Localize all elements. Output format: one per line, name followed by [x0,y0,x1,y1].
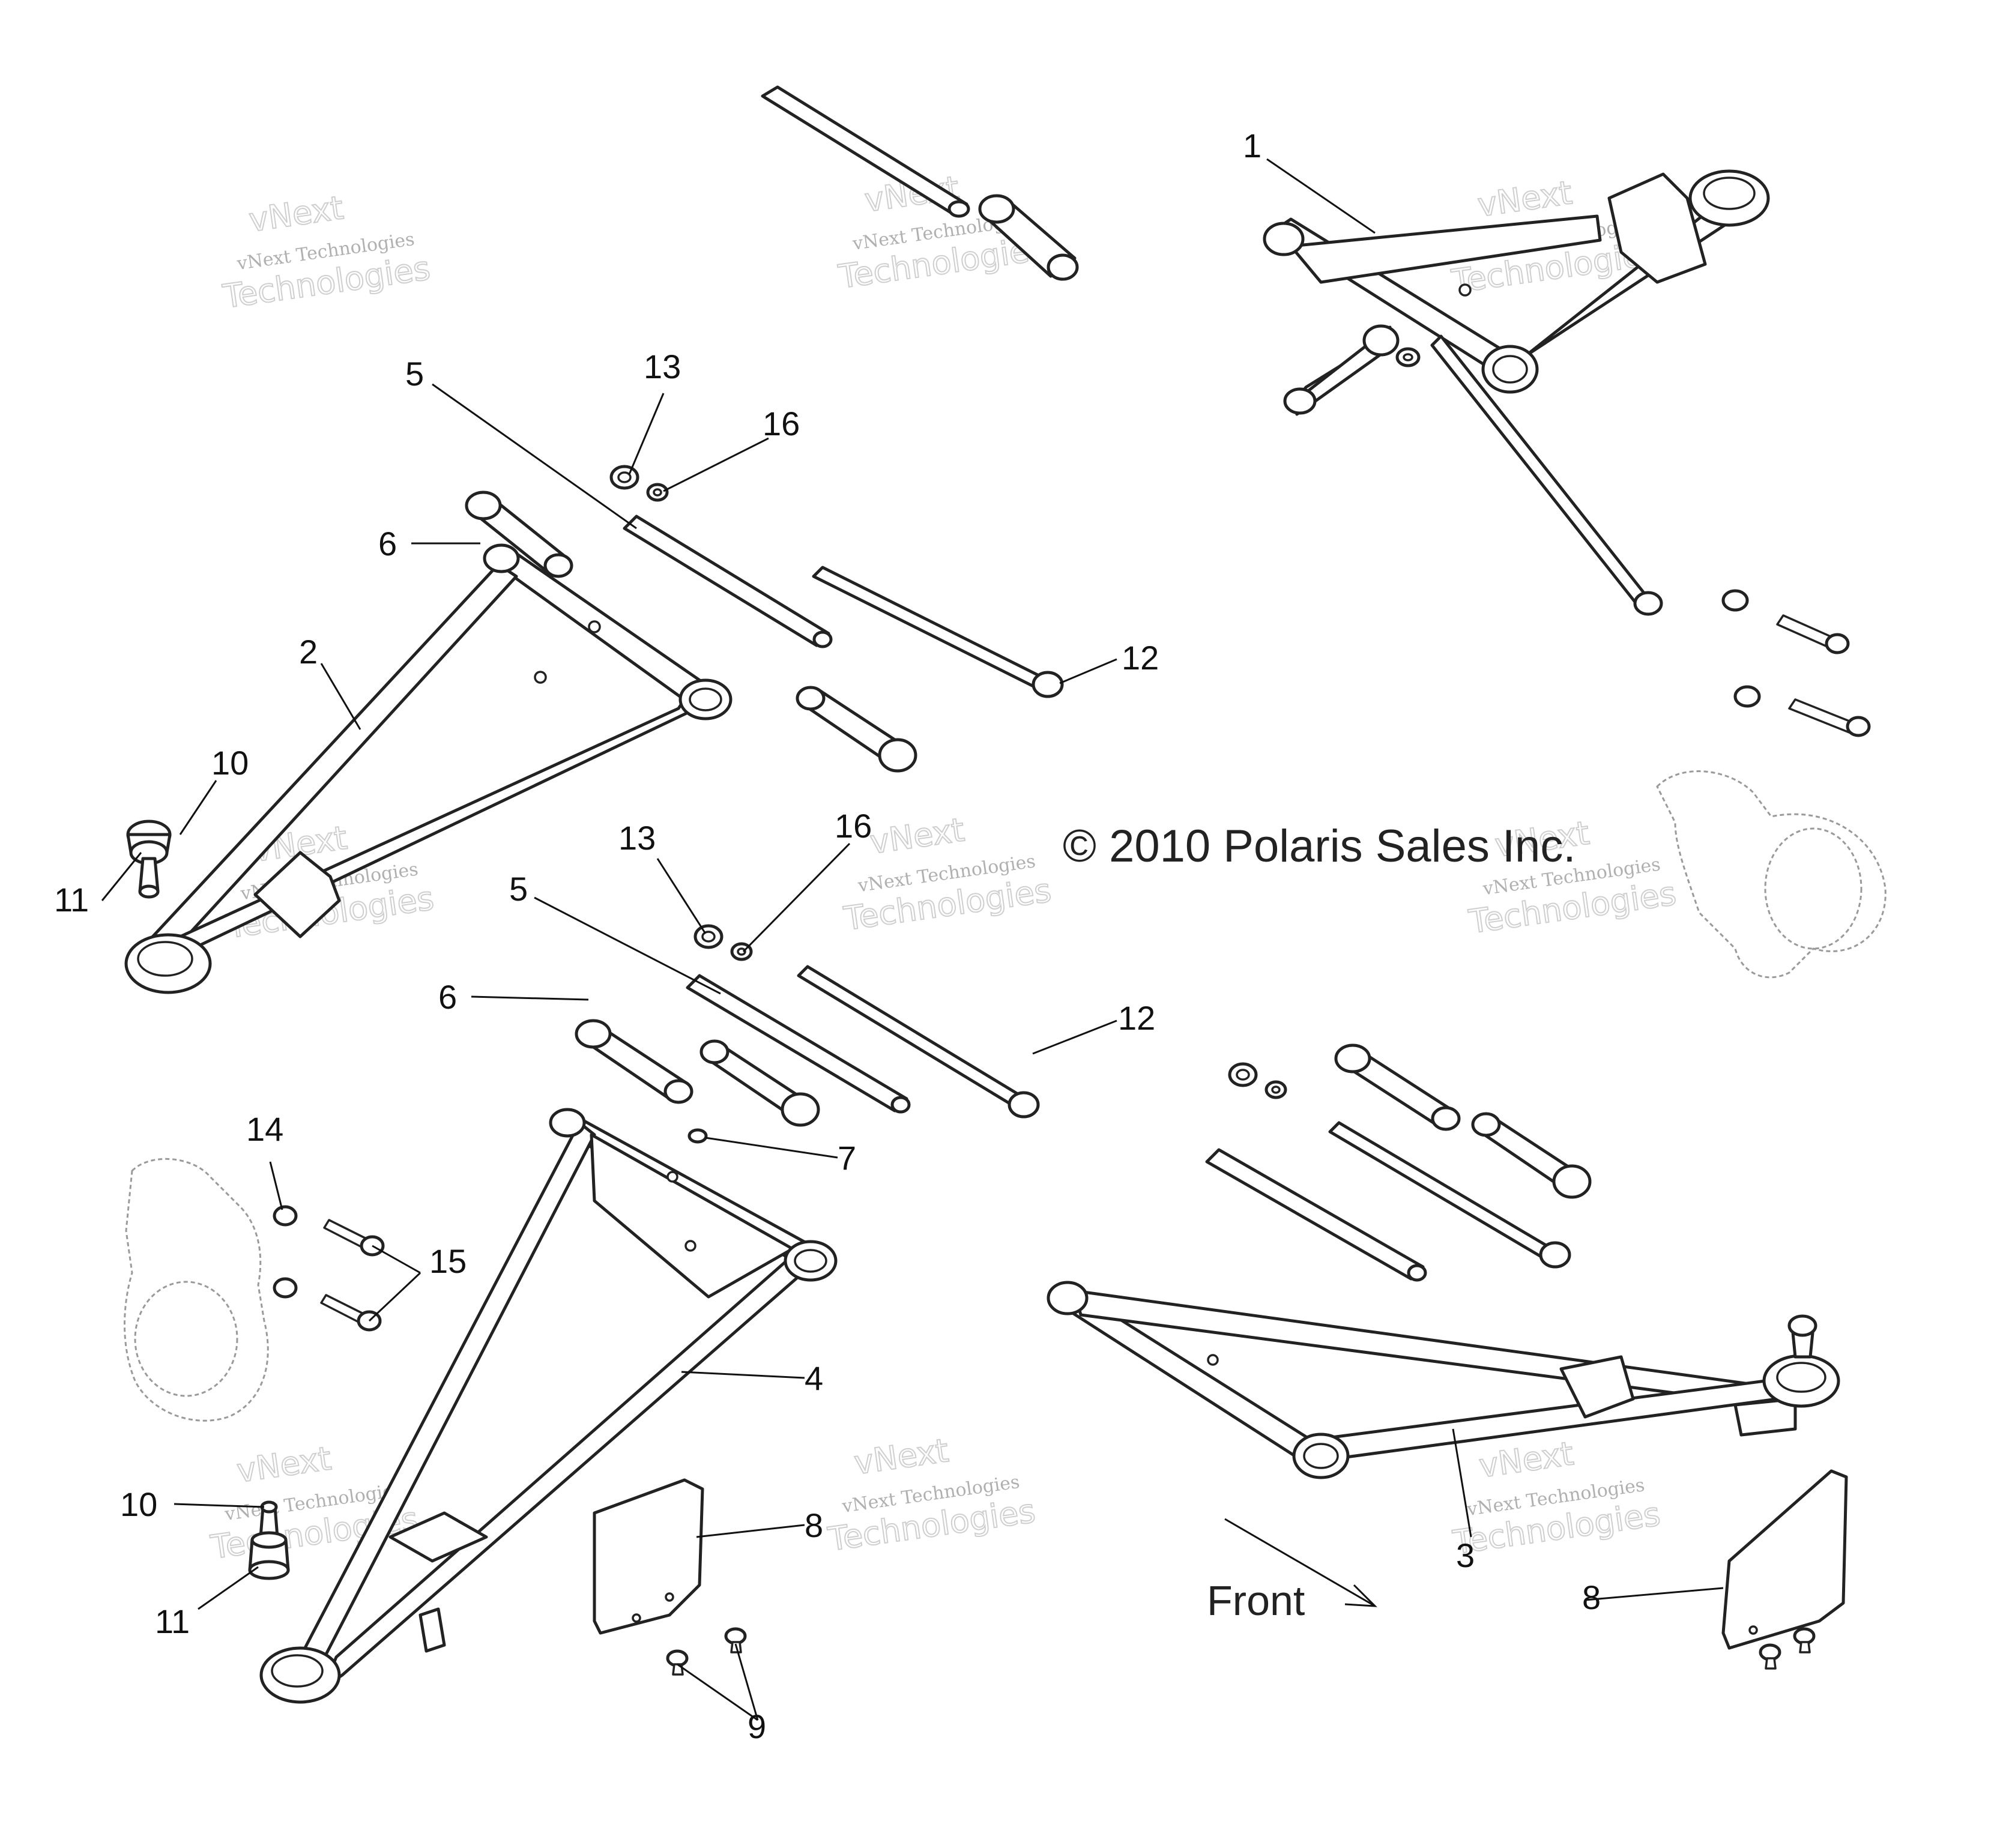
callout-11-lower: 11 [155,1602,190,1640]
svg-text:vNext: vNext [234,1439,333,1490]
svg-text:vNext: vNext [247,189,346,239]
bushing-lower-right-1 [1334,1043,1461,1131]
watermark: vNext vNext Technologies Technologies [220,188,433,316]
callout-10-lower: 10 [120,1485,157,1523]
callout-6-lower: 6 [438,978,457,1016]
callout-8-right: 8 [1582,1578,1601,1616]
shaft-5-upper [623,515,833,648]
nut-14-lower [273,1277,298,1299]
screw-right-1 [1793,1627,1816,1653]
a-arm-3 [1047,1281,1840,1479]
svg-text:vNext: vNext [852,1431,951,1482]
bushing-6-lower [575,1019,693,1104]
a-arm-4 [259,1108,838,1704]
front-label: Front [1207,1577,1305,1624]
bushing-part1 [1283,324,1400,416]
callout-16-lower: 16 [835,807,872,845]
shaft-5-lower [686,974,911,1114]
bolt-right-2 [1788,698,1871,737]
nut-14-upper [273,1205,298,1227]
steering-knuckle-ghost-left [124,1158,269,1422]
skid-plate-8-left [593,1478,704,1635]
bushing-top [978,194,1079,281]
callout-1: 1 [1243,127,1261,165]
callout-7: 7 [838,1139,856,1177]
callout-12-upper: 12 [1122,639,1159,677]
bushing-lower-right-2 [1471,1112,1592,1199]
front-arrow [1224,1518,1377,1607]
svg-text:vNext: vNext [868,811,967,861]
nut-right-1 [1721,589,1749,612]
copyright-text: © 2010 Polaris Sales Inc. [1063,821,1576,872]
bolt-right-1 [1776,614,1850,654]
bolt-part1 [1430,334,1663,616]
bushing-upper-middle [796,686,917,773]
washer-16-upper [646,483,669,502]
washer-lower-right [1264,1080,1287,1099]
a-arm-1 [1263,169,1770,394]
callout-14: 14 [246,1110,283,1148]
callout-4: 4 [805,1359,823,1397]
callout-13-upper: 13 [644,348,681,385]
screw-9-right [724,1627,747,1653]
nut-13-lower [693,924,724,949]
bolt-lower-right [1328,1121,1571,1269]
bushing-lower-middle [699,1039,820,1127]
watermark: vNext vNext Technologies Technologies [825,1431,1038,1559]
nut-13-upper [609,465,639,490]
bolt-15-upper [323,1219,385,1257]
callout-12-lower: 12 [1118,999,1155,1037]
screw-right-2 [1759,1643,1781,1670]
callout-11-upper: 11 [54,881,89,919]
steering-knuckle-ghost-right [1656,770,1887,979]
bolt-12-lower [797,965,1040,1119]
skid-plate-8-right [1721,1469,1848,1650]
callout-3: 3 [1456,1536,1475,1574]
callout-6-upper: 6 [378,525,397,563]
shaft-lower-right [1205,1148,1427,1282]
pivot-shaft-top [761,85,970,218]
bolt-12-upper [812,566,1064,698]
svg-text:vNext: vNext [1475,174,1574,224]
grease-fitting-7 [687,1128,708,1144]
a-arm-2 [124,543,733,994]
screw-9-left [666,1649,689,1676]
ball-joint-upper [126,820,172,899]
callout-10-upper: 10 [211,744,249,782]
callout-2: 2 [299,633,318,671]
callout-5-lower: 5 [509,870,528,908]
callout-13-lower: 13 [618,819,656,857]
leader-lines [101,158,1724,1721]
callout-8-left: 8 [805,1506,823,1544]
bushing-6-upper [465,491,573,578]
nut-lower-right [1228,1062,1258,1087]
washer-part1 [1395,347,1421,367]
callout-5-upper: 5 [405,355,424,393]
callout-16-upper: 16 [763,405,800,442]
nut-right-2 [1733,685,1761,708]
bolt-15-lower [320,1294,382,1332]
callouts: 1 2 3 4 5 5 6 6 7 8 8 9 10 10 11 11 12 1… [54,127,1601,1745]
callout-9: 9 [748,1708,766,1745]
svg-text:vNext: vNext [1477,1434,1576,1485]
callout-15: 15 [429,1242,467,1280]
